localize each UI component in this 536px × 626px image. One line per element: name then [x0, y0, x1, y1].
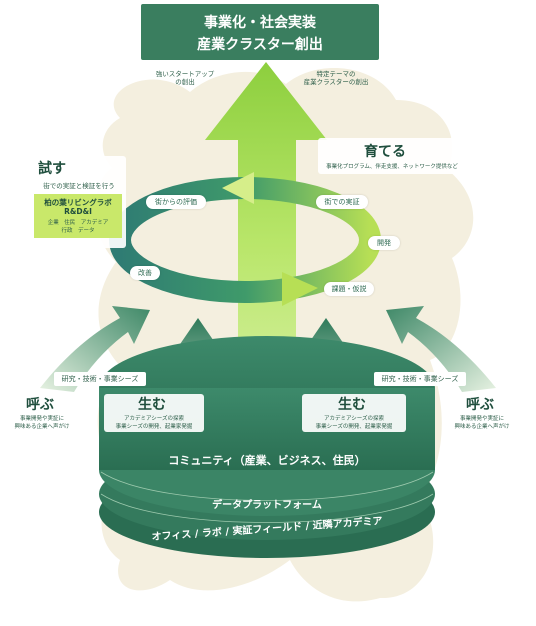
cluster-note-line-2: 産業クラスターの創出 — [303, 78, 369, 87]
umu-sub-right-1: アカデミアシーズの探索 — [323, 416, 384, 422]
living-lab-members-2: 行政 データ — [61, 228, 95, 234]
living-lab-title: 柏の葉リビングラボ — [44, 198, 112, 207]
living-lab-box: 柏の葉リビングラボ R&D&I 企業 住民 アカデミア 行政 データ — [34, 194, 122, 238]
sodateru-subtitle: 事業化プログラム、伴走支援、ネットワーク提供など — [326, 164, 458, 170]
living-lab-members-1: 企業 住民 アカデミア — [47, 220, 109, 226]
yobu-box-right: 呼ぶ 事業開発や実証に 興味ある企業へ声がけ — [442, 394, 522, 432]
living-lab-subtitle: R&D&I — [64, 207, 92, 216]
layer-data-platform: データプラットフォーム — [212, 500, 322, 511]
umu-sub-right-2: 事業シーズの開発、起業家発掘 — [315, 424, 393, 430]
step-issue-hypothesis: 課題・仮説 — [324, 282, 374, 296]
yobu-box-left: 呼ぶ 事業開発や実証に 興味ある企業へ声がけ — [4, 394, 80, 432]
ring-arrowhead-bottom — [282, 272, 318, 306]
umu-box-right: 生む アカデミアシーズの探索 事業シーズの開発、起業家発掘 — [302, 394, 406, 432]
outcome-line-1: 事業化・社会実装 — [204, 15, 316, 31]
sodateru-box: 育てる 事業化プログラム、伴走支援、ネットワーク提供など — [318, 138, 466, 174]
startup-note-line-2: の創出 — [175, 78, 195, 87]
yobu-sub-right-2: 興味ある企業へ声がけ — [454, 424, 510, 430]
startup-note: 強いスタートアップ の創出 — [140, 70, 230, 86]
outcome-box: 事業化・社会実装 産業クラスター創出 — [141, 4, 379, 60]
ring-arrowhead-top — [222, 172, 254, 204]
layer-community: コミュニティ（産業、ビジネス、住民） — [168, 454, 366, 467]
platform-divider-1 — [100, 471, 434, 501]
yobu-sub-right-1: 事業開発や実証に — [459, 416, 504, 422]
left-side-arrow — [40, 306, 150, 392]
tamesu-subtitle: 街での実証と検証を行う — [43, 182, 115, 190]
outcome-line-2: 産業クラスター創出 — [197, 37, 323, 53]
step-town-evaluation: 街からの評価 — [146, 195, 206, 209]
cluster-note-line-1: 特定テーマの — [316, 70, 356, 78]
tamesu-box: 試す 街での実証と検証を行う 柏の葉リビングラボ R&D&I 企業 住民 アカデ… — [30, 156, 126, 248]
startup-note-line-1: 強いスタートアップ — [155, 70, 215, 78]
yobu-title-left: 呼ぶ — [26, 397, 54, 413]
umu-box-left: 生む アカデミアシーズの探索 事業シーズの開発、起業家発掘 — [104, 394, 204, 432]
right-side-arrow — [386, 306, 496, 392]
yobu-sub-left-2: 興味ある企業へ声がけ — [14, 424, 70, 430]
seeds-tag-left: 研究・技術・事業シーズ — [54, 372, 146, 386]
step-development: 開発 — [368, 236, 400, 250]
platform-divider-2 — [100, 493, 434, 523]
umu-sub-left-1: アカデミアシーズの探索 — [123, 416, 184, 422]
umu-sub-left-2: 事業シーズの開発、起業家発掘 — [115, 424, 193, 430]
umu-title-right: 生む — [338, 397, 366, 413]
step-improvement: 改善 — [130, 266, 160, 280]
tamesu-title: 試す — [38, 161, 66, 177]
step-town-demonstration: 街での実証 — [316, 195, 368, 209]
yobu-sub-left-1: 事業開発や実証に — [19, 416, 64, 422]
umu-title-left: 生む — [138, 397, 166, 413]
cluster-note: 特定テーマの 産業クラスターの創出 — [286, 70, 386, 86]
sodateru-title: 育てる — [364, 144, 406, 160]
yobu-title-right: 呼ぶ — [466, 397, 494, 413]
seeds-tag-right: 研究・技術・事業シーズ — [374, 372, 466, 386]
